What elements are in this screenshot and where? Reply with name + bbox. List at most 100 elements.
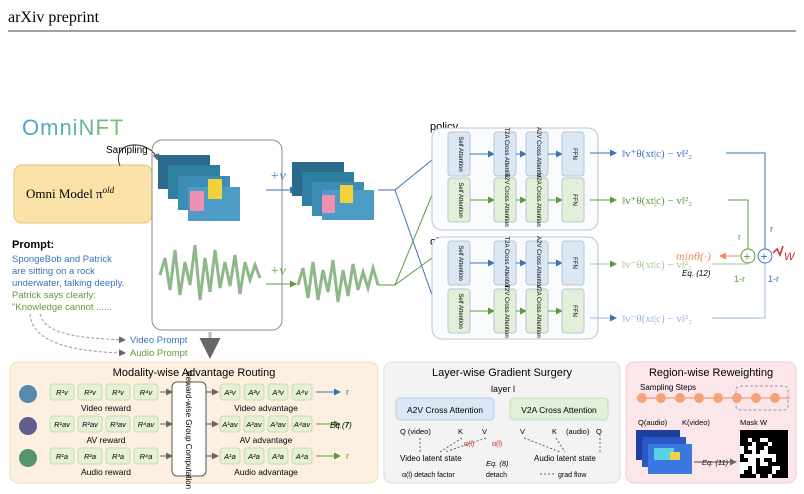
panel1-eq: Eq.(7) <box>330 421 352 430</box>
audio-waveform-left <box>158 244 262 301</box>
omninft-logo: OmniNFT <box>22 115 124 140</box>
reward-cell <box>49 383 75 401</box>
adv-label: AV advantage <box>240 435 293 445</box>
video-to-policy <box>378 159 433 191</box>
video-latent-label: Video latent state <box>400 454 462 463</box>
reward-cell <box>77 415 103 433</box>
sampling-steps <box>637 393 780 403</box>
adv-cell-text: A¹av <box>221 420 239 429</box>
mask-pixel <box>752 470 756 474</box>
panel3-title: Region-wise Reweighting <box>649 367 773 379</box>
w-label: W <box>784 251 796 263</box>
attention-heatmaps <box>636 430 692 474</box>
block-policy-0-3 <box>561 131 585 177</box>
group-computation-label: Reward-wise Group Computation <box>184 371 193 489</box>
r-green: r <box>738 232 741 242</box>
sampling-label: Sampling <box>106 145 148 156</box>
mask-pixel <box>764 438 768 442</box>
mask-pixel <box>748 454 752 458</box>
reward-label: AV reward <box>86 435 125 445</box>
prompt-video-line-1: SpongeBob and Patrick <box>12 254 112 265</box>
r-blue: r <box>770 224 773 234</box>
mask-pixel <box>752 454 756 458</box>
reward-avatar-icon <box>19 417 37 435</box>
audio-prompt-arrow <box>29 313 126 357</box>
q-label-right: Q <box>596 427 602 436</box>
sampling-step <box>732 393 742 403</box>
loss-old-top: ‖v⁻θ(xt|c) − v‖²₂ <box>622 259 692 271</box>
mask-pixel <box>740 466 744 470</box>
adv-cell-text: A⁴av <box>293 420 311 429</box>
mask-pixel <box>764 450 768 454</box>
sampling-step <box>675 393 685 403</box>
adv-cell-text: A¹a <box>223 452 236 461</box>
group-computation-box <box>171 381 207 477</box>
route-old-bottom <box>712 262 766 319</box>
objective-min: minθ(·) <box>676 249 711 263</box>
reward-cell-text: R³av <box>110 420 127 429</box>
adv-cell <box>267 383 289 401</box>
block-label: V2A Cross Attention <box>535 173 541 226</box>
reward-label: Video reward <box>81 403 131 413</box>
block-label: FFN <box>571 305 577 317</box>
omni-model-label: Omni Model πold <box>26 185 115 201</box>
block-label: Self Attention <box>457 182 463 217</box>
adv-cell-text: A³av <box>269 420 287 429</box>
adv-cell <box>219 447 241 465</box>
reward-cell <box>77 383 103 401</box>
reward-cell-text: R⁴a <box>140 452 153 461</box>
adv-r-label: r <box>346 419 349 429</box>
gradient-flow-lines <box>419 437 601 453</box>
video-prompt-arrow <box>39 313 126 344</box>
mask-pixel <box>760 450 764 454</box>
mask-pixel <box>740 462 744 466</box>
loss-old-bottom: ‖v⁻θ(xt|c) − v‖²₂ <box>622 313 692 325</box>
adv-cell <box>291 415 313 433</box>
sampling-step <box>751 393 761 403</box>
reward-avatar-icon <box>19 385 37 403</box>
mask-pixel <box>748 462 752 466</box>
combine-plus-blue-sign: + <box>761 250 768 264</box>
mask-pixel <box>740 446 744 450</box>
one-minus-r-blue: 1-r <box>768 274 779 284</box>
mask-pixel <box>748 438 752 442</box>
reward-cell-text: R³a <box>112 452 124 461</box>
plus-v-audio: +v <box>270 264 286 279</box>
one-minus-r-green: 1-r <box>734 274 745 284</box>
audio-prompt-label: Audio Prompt <box>130 348 188 359</box>
reward-cell <box>105 415 131 433</box>
legend-grad-flow: grad flow <box>558 472 587 479</box>
loss-policy-bottom: ‖v⁺θ(xt|c) − v‖²₂ <box>622 195 692 207</box>
reward-cell-text: R⁴v <box>140 388 154 397</box>
v-label-right: V <box>520 427 525 436</box>
block-label: T2A Cross Attention <box>503 127 509 180</box>
video-frames-left <box>158 155 240 221</box>
sampling-step <box>656 393 666 403</box>
reward-cell <box>133 383 159 401</box>
reward-cell-text: R²v <box>84 388 97 397</box>
video-frames-right <box>292 162 374 220</box>
combine-plus-blue <box>757 248 773 264</box>
mask-pixel <box>760 454 764 458</box>
mask-pixel <box>752 466 756 470</box>
adv-r-label: r <box>346 451 349 461</box>
mask-pixel <box>744 466 748 470</box>
panel-gradient-surgery <box>383 361 621 484</box>
k-label-right: K <box>552 427 557 436</box>
mask-pixel <box>744 462 748 466</box>
panel2-eq: Eq. (8) <box>486 459 509 468</box>
block-label: V2A Cross Attention <box>535 284 541 337</box>
mask-pixel <box>764 462 768 466</box>
adv-cell <box>219 383 241 401</box>
mask-pixel <box>776 466 780 470</box>
mask-pixel <box>760 462 764 466</box>
reward-cell-text: R²a <box>84 452 96 461</box>
mask-pixel <box>772 458 776 462</box>
video-prompt-label: Video Prompt <box>130 335 188 346</box>
q-audio-label: Q(audio) <box>638 418 668 427</box>
block-old-1-3 <box>561 288 585 334</box>
audio-latent-label: Audio latent state <box>534 454 596 463</box>
adv-cell <box>243 383 265 401</box>
legend-detach: detach <box>486 472 507 479</box>
reward-cell-text: R³v <box>112 388 125 397</box>
